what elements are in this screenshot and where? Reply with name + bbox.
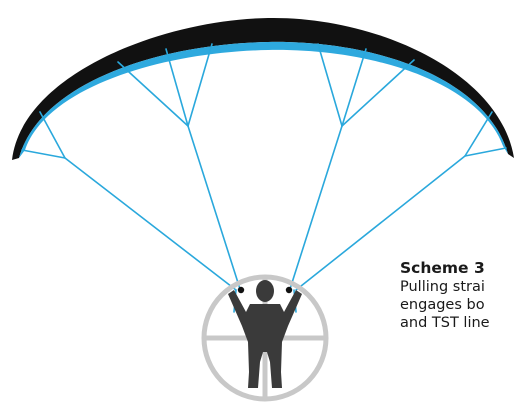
pilot-head	[256, 280, 274, 302]
line-left-inner-3	[187, 43, 213, 127]
line-right-outer-2	[464, 147, 507, 157]
grip-right	[285, 286, 293, 294]
suspension-lines	[21, 43, 507, 313]
caption-line-2: engages bo	[400, 297, 485, 313]
caption-line-1: Pulling strai	[400, 279, 485, 295]
wing-top-surface	[12, 17, 514, 160]
caption-line-3: and TST line	[400, 315, 490, 331]
line-right-inner-2	[341, 48, 367, 127]
line-left-outer-main	[64, 157, 237, 291]
wing-bottom-surface	[19, 41, 508, 158]
line-right-outer-main	[295, 155, 466, 291]
caption-title: Scheme 3	[400, 259, 485, 277]
line-right-inner-3	[341, 59, 415, 127]
line-right-inner-main	[289, 125, 343, 290]
pilot-body	[228, 290, 302, 388]
line-left-inner-1	[117, 61, 189, 127]
line-left-outer-1	[21, 149, 66, 159]
line-left-inner-main	[187, 125, 241, 290]
hand-grips	[237, 286, 293, 294]
line-left-inner-2	[165, 48, 189, 127]
line-right-inner-1	[317, 43, 343, 127]
scheme-caption: Scheme 3 Pulling strai engages bo and TS…	[400, 259, 521, 332]
line-right-outer-1	[464, 111, 493, 157]
pilot-figure	[228, 280, 302, 388]
wing-canopy	[12, 17, 514, 160]
grip-left	[237, 286, 245, 294]
line-left-outer-2	[39, 111, 66, 159]
